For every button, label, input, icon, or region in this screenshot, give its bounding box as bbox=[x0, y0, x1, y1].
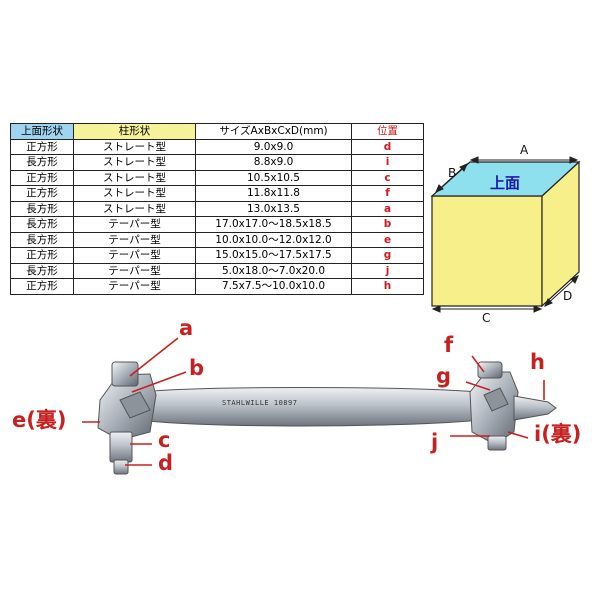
callout-f: f bbox=[444, 333, 454, 357]
cell-top-shape: 長方形 bbox=[10, 231, 74, 248]
callout-lines bbox=[82, 337, 545, 466]
cube-label-a: A bbox=[520, 143, 529, 157]
header-size: サイズAxBxCxD(mm) bbox=[195, 123, 352, 140]
cell-position: h bbox=[351, 278, 424, 295]
cell-column-shape: テーパー型 bbox=[73, 278, 196, 295]
cube-label-d: D bbox=[563, 289, 573, 303]
header-top-shape: 上面形状 bbox=[10, 123, 74, 140]
cell-size: 10.0x10.0〜12.0x12.0 bbox=[195, 231, 352, 248]
callout-h: h bbox=[530, 350, 545, 374]
wrench-engraving: STAHLWILLE 10897 bbox=[222, 399, 298, 407]
cell-size: 8.8x9.0 bbox=[195, 154, 352, 171]
callout-g: g bbox=[436, 364, 452, 388]
header-column-shape: 柱形状 bbox=[73, 123, 196, 140]
callout-i: i(裏) bbox=[534, 422, 582, 446]
cell-top-shape: 正方形 bbox=[10, 278, 74, 295]
callout-e: e(裏) bbox=[12, 408, 67, 432]
dimension-arrows bbox=[431, 156, 579, 313]
cell-top-shape: 正方形 bbox=[10, 169, 74, 186]
callout-j: j bbox=[431, 430, 439, 454]
table-header-row: 上面形状 柱形状 サイズAxBxCxD(mm) 位置 bbox=[10, 123, 424, 140]
callout-a: a bbox=[179, 316, 194, 340]
wrench-body bbox=[97, 361, 557, 475]
callout-c: c bbox=[158, 428, 171, 452]
cube-label-b: B bbox=[448, 166, 457, 180]
cell-size: 15.0x15.0〜17.5x17.5 bbox=[195, 247, 352, 264]
callout-b: b bbox=[189, 356, 205, 380]
cube-label-c: C bbox=[482, 311, 491, 325]
cell-size: 9.0x9.0 bbox=[195, 138, 352, 155]
callout-d: d bbox=[158, 451, 174, 475]
cell-top-shape: 長方形 bbox=[10, 216, 74, 233]
cell-size: 17.0x17.0〜18.5x18.5 bbox=[195, 216, 352, 233]
cube-top-face-label: 上面 bbox=[490, 174, 521, 192]
cell-size: 13.0x13.5 bbox=[195, 200, 352, 217]
cell-size: 7.5x7.5〜10.0x10.0 bbox=[195, 278, 352, 295]
